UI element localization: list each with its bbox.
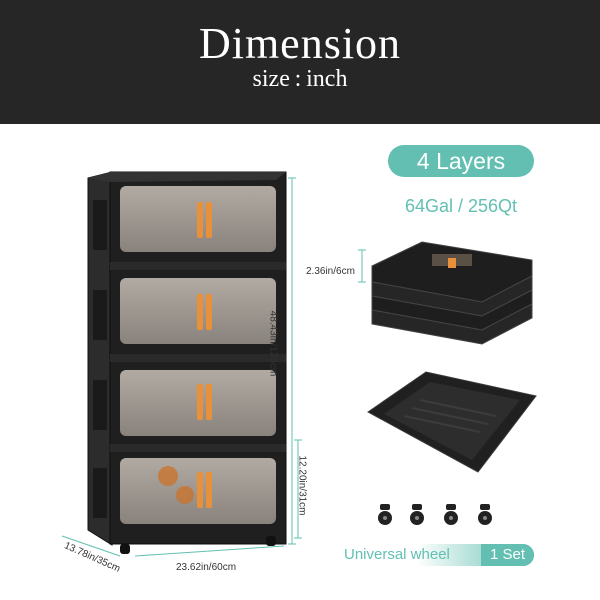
dimension-folded-thickness: 2.36in/6cm bbox=[306, 266, 355, 277]
capacity-label: 64Gal / 256Qt bbox=[404, 196, 518, 216]
page-subtitle: size : inch bbox=[252, 66, 348, 92]
page-title: Dimension bbox=[198, 19, 402, 68]
wheel-label: Universal wheel bbox=[344, 546, 450, 563]
layers-badge: 4 Layers bbox=[388, 145, 534, 177]
dimension-width: 23.62in/60cm bbox=[176, 562, 237, 573]
lid-illustration bbox=[367, 371, 537, 473]
wheel-badge: Universal wheel 1 Set bbox=[338, 544, 534, 566]
dimension-height-layer: 12.20in/31cm bbox=[296, 455, 308, 516]
caster-wheel-icon bbox=[378, 504, 492, 525]
dimension-height-total: 48.43in/123cm bbox=[267, 310, 279, 377]
wheel-count: 1 Set bbox=[481, 544, 534, 566]
folded-layers-illustration bbox=[371, 241, 533, 345]
header-banner: Dimension size : inch bbox=[0, 0, 600, 124]
